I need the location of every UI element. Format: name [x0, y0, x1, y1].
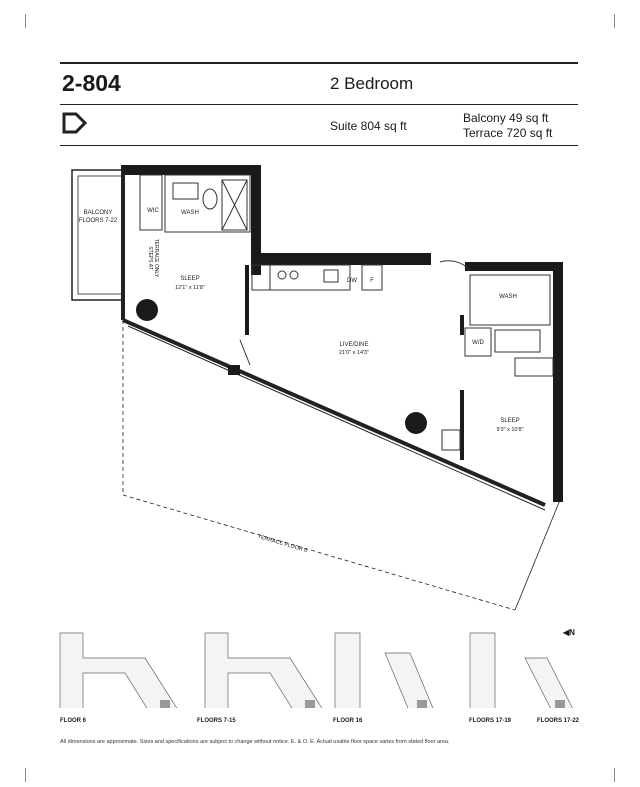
top-rule [60, 62, 578, 64]
divider [60, 104, 578, 105]
keyplan-label: FLOORS 17-22 [537, 718, 580, 724]
steps-label-2: TERRACE ONLY [153, 239, 159, 278]
disclaimer: All dimensions are approximate. Sizes an… [60, 739, 450, 745]
balcony-floors-label: FLOORS 7-22 [79, 218, 118, 224]
sleep-dim: 12'1" x 11'8" [175, 285, 205, 291]
steps-label: STEPS AT [147, 246, 153, 270]
dishwasher-label: DW [347, 278, 357, 284]
outdoor-areas: Balcony 49 sq ft Terrace 720 sq ft [463, 111, 552, 141]
terrace-label: TERRACE FLOOR 6 [257, 534, 308, 554]
unit-type: 2 Bedroom [330, 74, 414, 93]
keyplan-floor-16 [334, 632, 434, 708]
sleep-label: SLEEP [180, 276, 199, 282]
north-indicator: ◀N [563, 628, 575, 637]
wic-label: WIC [147, 208, 159, 214]
live-dine-dim: 21'0" x 14'3" [339, 350, 369, 356]
keyplan-floor-6 [59, 632, 178, 708]
fridge-label: F [370, 278, 374, 284]
sleep-2-label: SLEEP [500, 418, 519, 424]
wd-label: W/D [472, 340, 484, 346]
wash-2-label: WASH [499, 294, 517, 300]
balcony-area: Balcony 49 sq ft [463, 111, 549, 125]
keyplan-floors-17-22 [524, 657, 573, 708]
orientation-arrow-icon [62, 112, 88, 134]
balcony-label: BALCONY [84, 210, 113, 216]
key-plans [59, 632, 573, 708]
unit-number: 2-804 [62, 70, 121, 96]
keyplan-label: FLOORS 7-15 [197, 718, 236, 724]
keyplan-floors-17-19 [469, 632, 496, 708]
keyplan-floors-7-15 [204, 632, 323, 708]
wash-label: WASH [181, 210, 199, 216]
sleep-2-dim: 9'3" x 10'8" [496, 427, 523, 433]
north-label: N [569, 628, 575, 637]
terrace-area: Terrace 720 sq ft [463, 126, 553, 140]
keyplan-label: FLOOR 16 [333, 718, 363, 724]
keyplan-label: FLOOR 6 [60, 718, 87, 724]
keyplan-label: FLOORS 17-19 [469, 718, 512, 724]
suite-area: Suite 804 sq ft [330, 119, 407, 133]
divider [60, 145, 578, 146]
live-dine-label: LIVE/DINE [339, 342, 368, 348]
floor-plan: BALCONY FLOORS 7-22 WIC WASH STEPS AT TE… [71, 165, 563, 611]
